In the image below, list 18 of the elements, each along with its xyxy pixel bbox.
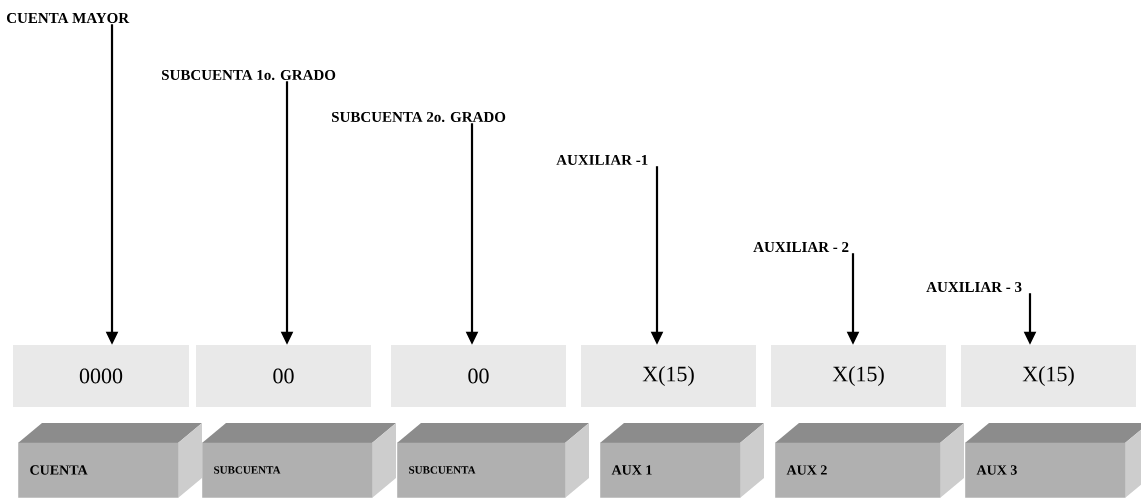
code-field: 00 <box>391 345 566 407</box>
code-field: X(15) <box>961 345 1136 407</box>
level-label: AUXILIAR -1 <box>556 155 648 165</box>
level-label: CUENTA MAYOR <box>6 12 130 24</box>
code-field: X(15) <box>771 345 946 407</box>
block-drawing: AUX 1 <box>600 423 764 498</box>
code-field: 0000 <box>13 345 189 407</box>
level-label: SUBCUENTA 1o. GRADO <box>162 69 336 81</box>
level-label: AUXILIAR - 2 <box>753 241 849 253</box>
level-label: SUBCUENTA 2o. GRADO <box>332 111 506 123</box>
block-drawing: AUX 2 <box>775 423 964 498</box>
code-field: X(15) <box>581 345 756 407</box>
code-field: 00 <box>196 345 371 407</box>
level-label: AUXILIAR - 3 <box>926 281 1022 292</box>
block-drawing: SUBCUENTA <box>397 423 589 498</box>
block-drawing: CUENTA <box>18 423 202 498</box>
block-drawing: SUBCUENTA <box>202 423 396 498</box>
block-drawing: AUX 3 <box>965 423 1141 498</box>
